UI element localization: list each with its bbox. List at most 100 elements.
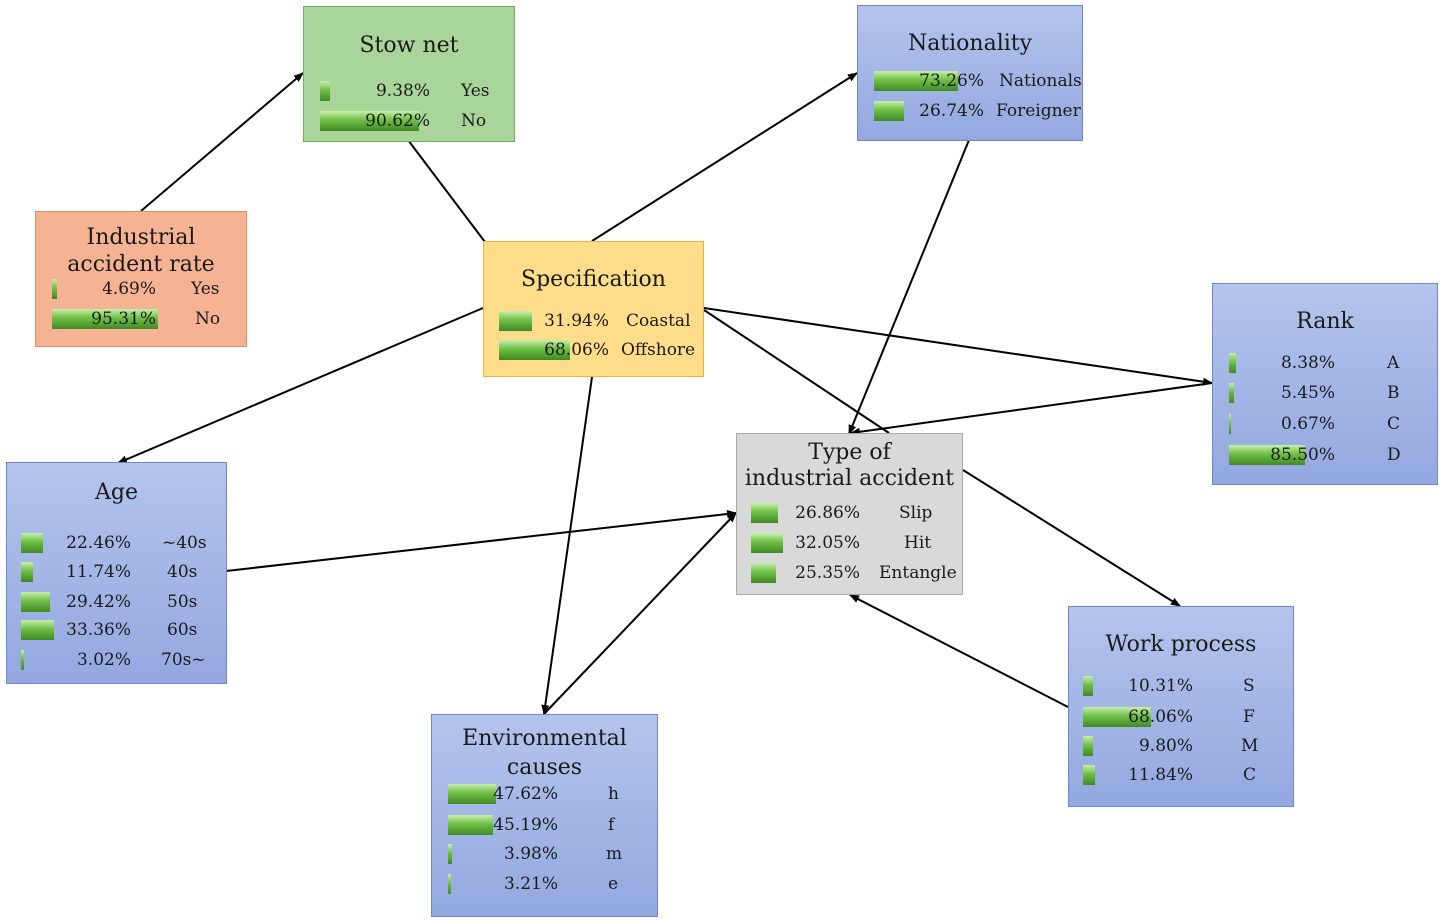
state-row: 73.26% Nationals	[874, 70, 1082, 92]
state-row: 9.80% M	[1083, 735, 1283, 757]
probability-value: 73.26%	[919, 71, 984, 91]
probability-bar	[1083, 707, 1152, 727]
probability-value: 9.80%	[1138, 736, 1193, 756]
state-row: 95.31% No	[52, 308, 237, 330]
state-label: ~40s	[162, 533, 207, 553]
probability-bar	[21, 533, 44, 553]
probability-value: 33.36%	[66, 620, 131, 640]
state-label: f	[608, 815, 615, 835]
state-label: No	[195, 309, 221, 329]
probability-value: 90.62%	[365, 111, 430, 131]
probability-value: 8.38%	[1280, 353, 1335, 373]
probability-value: 25.35%	[795, 563, 860, 583]
state-row: 3.02% 70s~	[21, 649, 221, 671]
probability-bar	[751, 533, 784, 553]
probability-bar	[320, 111, 419, 131]
probability-bar	[21, 592, 51, 612]
node-specification[interactable]: Specification 31.94% Coastal 68.06% Offs…	[483, 241, 704, 377]
state-label: Entangle	[879, 563, 957, 583]
edge-environmental-to-type	[543, 512, 737, 715]
edge-specification-to-nationality	[591, 72, 858, 242]
edge-specification-to-type	[703, 309, 890, 434]
state-label: D	[1387, 445, 1401, 465]
state-label: e	[608, 874, 619, 894]
edge-specification-to-environmental	[541, 376, 593, 715]
state-row: 25.35% Entangle	[751, 562, 961, 584]
state-row: 32.05% Hit	[751, 532, 961, 554]
probability-value: 31.94%	[544, 311, 609, 331]
node-title: Work process	[1105, 632, 1257, 657]
state-row: 22.46% ~40s	[21, 532, 221, 554]
probability-bar	[751, 563, 777, 583]
state-label: C	[1387, 414, 1401, 434]
state-row: 3.21% e	[448, 873, 648, 895]
state-label: A	[1387, 353, 1400, 373]
probability-value: 29.42%	[66, 592, 131, 612]
probability-value: 45.19%	[493, 815, 558, 835]
state-row: 68.06% Offshore	[499, 339, 699, 361]
state-row: 11.74% 40s	[21, 561, 221, 583]
node-title: Specification	[521, 267, 666, 292]
probability-value: 85.50%	[1270, 445, 1335, 465]
probability-bar	[448, 815, 494, 835]
state-row: 29.42% 50s	[21, 591, 221, 613]
node-rank[interactable]: Rank 8.38% A 5.45% B 0.67% C 85.50% D	[1212, 283, 1438, 485]
probability-value: 4.69%	[101, 279, 156, 299]
state-label: 50s	[167, 592, 198, 612]
state-row: 10.31% S	[1083, 675, 1283, 697]
probability-bar	[320, 81, 331, 101]
state-label: No	[461, 111, 487, 131]
state-label: Foreigner	[996, 101, 1081, 121]
node-title: Type of	[808, 440, 891, 465]
probability-value: 26.74%	[919, 101, 984, 121]
state-row: 45.19% f	[448, 814, 648, 836]
state-label: Hit	[904, 533, 932, 553]
probability-bar	[499, 340, 570, 360]
node-type-of-industrial-accident[interactable]: Type of industrial accident 26.86% Slip …	[736, 433, 963, 595]
state-label: Yes	[191, 279, 220, 299]
probability-bar	[448, 844, 452, 864]
node-environmental-causes[interactable]: Environmental causes 47.62% h 45.19% f 3…	[431, 714, 658, 917]
node-work-process[interactable]: Work process 10.31% S 68.06% F 9.80% M 1…	[1068, 606, 1294, 807]
state-label: B	[1387, 383, 1400, 403]
probability-value: 5.45%	[1280, 383, 1335, 403]
probability-bar	[21, 562, 33, 582]
node-title: Age	[95, 480, 138, 505]
node-stow-net[interactable]: Stow net 9.38% Yes 90.62% No	[303, 6, 515, 142]
probability-value: 10.31%	[1128, 676, 1193, 696]
state-row: 8.38% A	[1229, 352, 1429, 374]
probability-bar	[1083, 765, 1095, 785]
state-label: 60s	[167, 620, 198, 640]
probability-bar	[448, 784, 496, 804]
state-label: m	[606, 844, 623, 864]
state-label: Offshore	[621, 340, 696, 360]
probability-bar	[1083, 676, 1094, 696]
edge-specification-to-rank	[703, 307, 1213, 386]
probability-value: 68.06%	[1128, 707, 1193, 727]
state-row: 0.67% C	[1229, 413, 1429, 435]
state-row: 9.38% Yes	[320, 80, 505, 102]
node-title: Stow net	[359, 33, 459, 58]
probability-bar	[52, 279, 58, 299]
node-age[interactable]: Age 22.46% ~40s 11.74% 40s 29.42% 50s 33…	[6, 462, 227, 684]
probability-value: 95.31%	[91, 309, 156, 329]
node-title: industrial accident	[744, 466, 955, 491]
edge-stownet-to-specification	[407, 139, 486, 243]
probability-value: 11.74%	[66, 562, 131, 582]
state-label: M	[1241, 736, 1259, 756]
state-row: 33.36% 60s	[21, 619, 221, 641]
state-label: C	[1243, 765, 1257, 785]
probability-value: 26.86%	[795, 503, 860, 523]
probability-bar	[874, 101, 905, 121]
node-title: Rank	[1296, 309, 1354, 334]
edge-rank-to-type	[850, 382, 1213, 436]
probability-bar	[21, 620, 55, 640]
node-industrial-accident-rate[interactable]: Industrial accident rate 4.69% Yes 95.31…	[35, 211, 247, 347]
edge-specification-to-age	[117, 307, 484, 464]
node-nationality[interactable]: Nationality 73.26% Nationals 26.74% Fore…	[857, 5, 1083, 141]
probability-value: 11.84%	[1128, 765, 1193, 785]
state-row: 11.84% C	[1083, 764, 1283, 786]
node-title: Nationality	[907, 31, 1033, 56]
probability-bar	[448, 874, 452, 894]
state-label: S	[1243, 676, 1255, 696]
